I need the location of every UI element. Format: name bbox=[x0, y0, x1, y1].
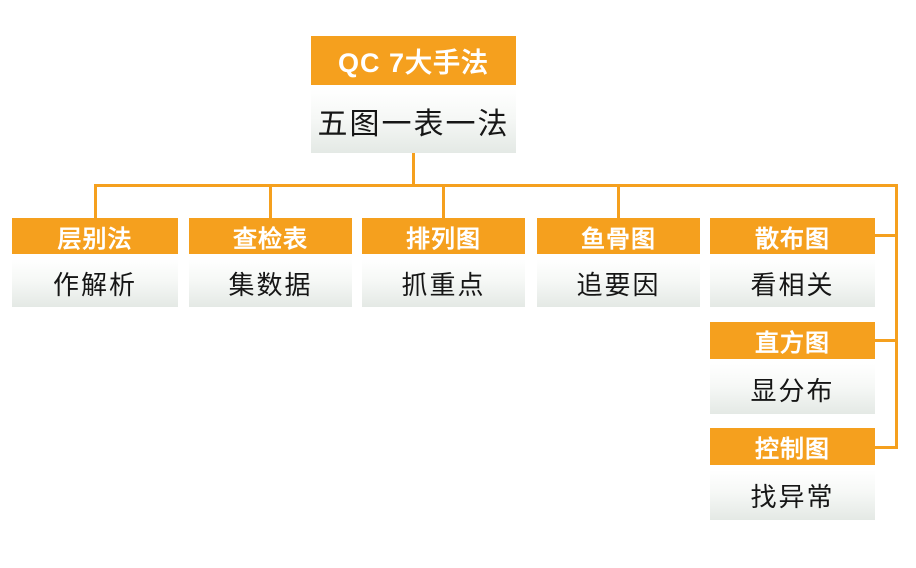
node-fishbone-subtitle: 追要因 bbox=[576, 270, 661, 300]
node-pareto-chart-title: 排列图 bbox=[406, 225, 481, 253]
connector-right-rail bbox=[895, 184, 898, 449]
root-title-label: QC 7大手法 bbox=[337, 48, 490, 78]
node-stratification-subtitle: 作解析 bbox=[52, 270, 137, 300]
node-scatter-plot-body: 看相关 bbox=[710, 259, 875, 307]
node-scatter-plot-header: 散布图 bbox=[710, 218, 875, 254]
node-control-chart-subtitle: 找异常 bbox=[750, 482, 835, 512]
node-fishbone-title: 鱼骨图 bbox=[581, 225, 656, 253]
connector-stub-scatter-plot bbox=[875, 234, 898, 237]
node-stratification-body: 作解析 bbox=[12, 259, 178, 307]
node-control-chart-title: 控制图 bbox=[755, 436, 830, 463]
node-fishbone-header: 鱼骨图 bbox=[537, 218, 700, 254]
root-subtitle-label: 五图一表一法 bbox=[317, 108, 510, 141]
node-scatter-plot-subtitle: 看相关 bbox=[750, 270, 835, 300]
connector-drop-fishbone bbox=[617, 186, 620, 218]
node-histogram-subtitle: 显分布 bbox=[750, 376, 835, 406]
root-subtitle-box: 五图一表一法 bbox=[311, 89, 516, 153]
connector-drop-pareto-chart bbox=[442, 186, 445, 218]
node-stratification-title: 层别法 bbox=[57, 225, 133, 253]
node-stratification-header: 层别法 bbox=[12, 218, 178, 254]
node-pareto-chart-body: 抓重点 bbox=[362, 259, 525, 307]
node-histogram-header: 直方图 bbox=[710, 322, 875, 359]
connector-stub-histogram bbox=[875, 339, 898, 342]
connector-bus bbox=[94, 184, 898, 187]
node-histogram-title: 直方图 bbox=[755, 330, 830, 357]
node-pareto-chart-header: 排列图 bbox=[362, 218, 525, 254]
node-fishbone-body: 追要因 bbox=[537, 259, 700, 307]
node-control-chart-header: 控制图 bbox=[710, 428, 875, 465]
node-pareto-chart-subtitle: 抓重点 bbox=[401, 270, 486, 300]
node-check-sheet-body: 集数据 bbox=[189, 259, 352, 307]
node-check-sheet-subtitle: 集数据 bbox=[228, 270, 313, 300]
root-title-box: QC 7大手法 bbox=[311, 36, 516, 85]
node-control-chart-body: 找异常 bbox=[710, 470, 875, 520]
connector-drop-check-sheet bbox=[269, 186, 272, 218]
node-check-sheet-header: 查检表 bbox=[189, 218, 352, 254]
connector-stub-control-chart bbox=[875, 446, 898, 449]
connector-drop-stratification bbox=[94, 186, 97, 218]
node-histogram-body: 显分布 bbox=[710, 364, 875, 414]
node-check-sheet-title: 查检表 bbox=[233, 225, 308, 253]
connector-trunk bbox=[412, 153, 415, 186]
node-scatter-plot-title: 散布图 bbox=[755, 225, 830, 253]
